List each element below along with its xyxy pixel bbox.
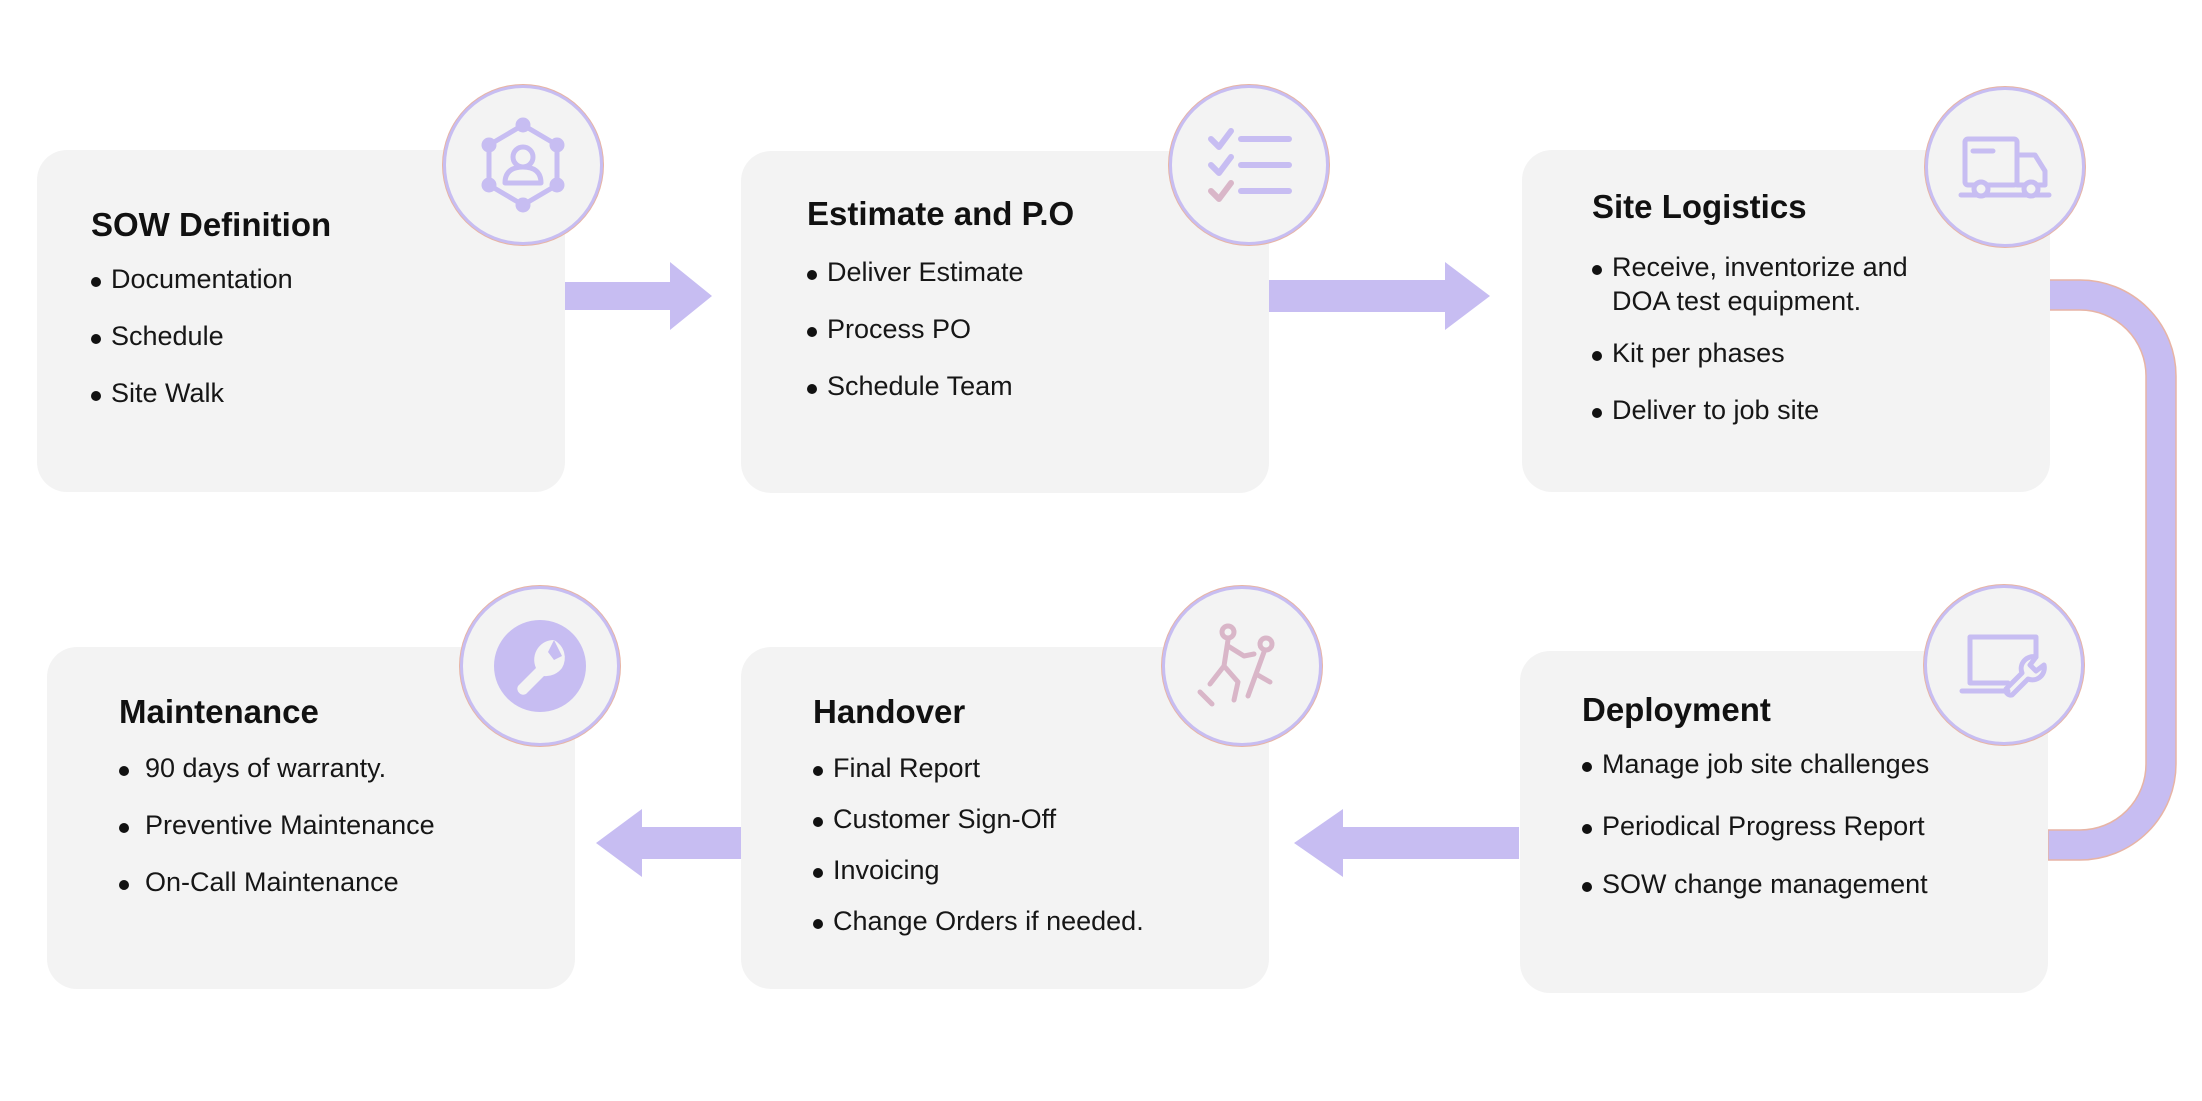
step-title: Site Logistics	[1592, 188, 1807, 225]
list-item: SOW change management	[1582, 867, 1929, 901]
step-card-estimate-po: Estimate and P.O Deliver Estimate Proces…	[741, 151, 1269, 493]
arrow-deployment-to-handover	[1294, 809, 1519, 877]
step-list: Receive, inventorize and DOA test equipm…	[1592, 250, 1912, 450]
list-item: 90 days of warranty.	[119, 751, 435, 785]
list-item: Schedule Team	[807, 369, 1024, 403]
list-item: Process PO	[807, 312, 1024, 346]
step-title: Deployment	[1582, 691, 1771, 728]
step-list: Manage job site challenges Periodical Pr…	[1582, 747, 1929, 924]
laptop-wrench-icon	[1924, 585, 2084, 745]
list-item: Customer Sign-Off	[813, 802, 1144, 836]
step-title: Maintenance	[119, 693, 319, 730]
arrow-handover-to-maintenance	[596, 809, 742, 877]
step-list: 90 days of warranty. Preventive Maintena…	[119, 751, 435, 922]
list-item: Invoicing	[813, 853, 1144, 887]
arrow-estimate-to-logistics	[1269, 262, 1490, 330]
handshake-people-icon	[1162, 586, 1322, 746]
list-item: Deliver Estimate	[807, 255, 1024, 289]
step-title: Estimate and P.O	[807, 195, 1075, 232]
list-item: Deliver to job site	[1592, 393, 1912, 427]
user-network-icon	[443, 85, 603, 245]
wrench-icon	[460, 586, 620, 746]
list-item: Preventive Maintenance	[119, 808, 435, 842]
list-item: Schedule	[91, 319, 293, 353]
list-item: Kit per phases	[1592, 336, 1912, 370]
list-item: Periodical Progress Report	[1582, 809, 1929, 843]
truck-icon	[1925, 87, 2085, 247]
checklist-icon	[1169, 85, 1329, 245]
arrow-sow-to-estimate	[564, 262, 712, 330]
step-title: SOW Definition	[91, 206, 332, 243]
step-list: Deliver Estimate Process PO Schedule Tea…	[807, 255, 1024, 426]
step-list: Final Report Customer Sign-Off Invoicing…	[813, 751, 1144, 961]
list-item: Receive, inventorize and DOA test equipm…	[1592, 250, 1912, 318]
list-item: Documentation	[91, 262, 293, 296]
list-item: Site Walk	[91, 376, 293, 410]
list-item: Manage job site challenges	[1582, 747, 1929, 781]
step-list: Documentation Schedule Site Walk	[91, 262, 293, 433]
list-item: On-Call Maintenance	[119, 865, 435, 899]
list-item: Change Orders if needed.	[813, 904, 1144, 938]
arrow-logistics-to-deployment	[2047, 279, 2177, 861]
list-item: Final Report	[813, 751, 1144, 785]
step-title: Handover	[813, 693, 966, 730]
